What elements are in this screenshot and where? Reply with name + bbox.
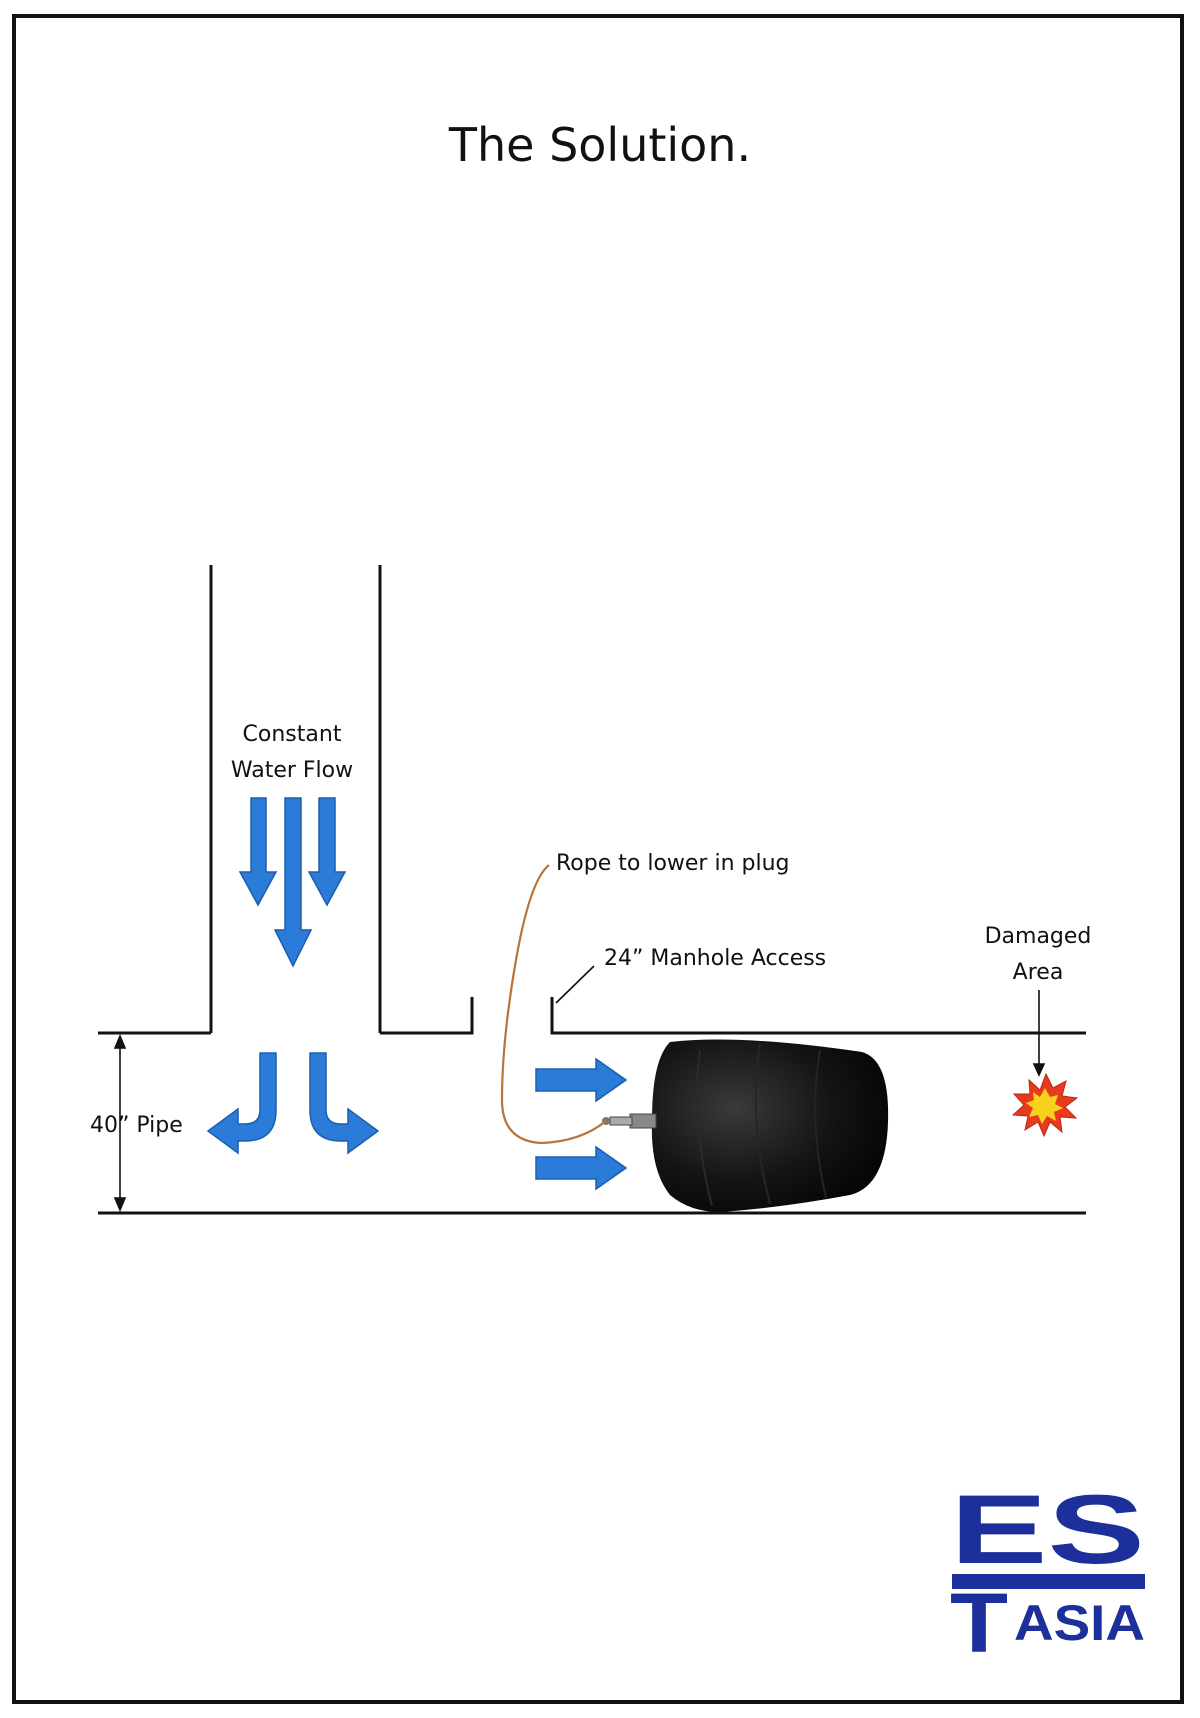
pipe-dimension [113, 1033, 127, 1213]
pipe-plug-icon [602, 1039, 889, 1212]
curved-arrow-icon [206, 1052, 277, 1155]
page-frame [12, 14, 1184, 1704]
damaged-label-line2: Area [1013, 960, 1064, 985]
manhole-label: 24” Manhole Access [604, 946, 826, 971]
logo-bottom-letter: T [950, 1576, 1008, 1670]
logo-top-text: ES [950, 1474, 1145, 1584]
damaged-pointer [1032, 990, 1046, 1077]
down-arrow-icon [273, 797, 313, 968]
damaged-label-line1: Damaged [985, 924, 1092, 949]
rope [500, 864, 607, 1145]
logo-bar [952, 1574, 1145, 1589]
pipe-size-label: 40” Pipe [90, 1113, 183, 1138]
main-pipe [98, 997, 1086, 1215]
vertical-shaft [209, 565, 382, 1033]
flow-label-line1: Constant [243, 722, 342, 747]
down-arrow-icon [238, 797, 278, 907]
logo-bottom-text: ASIA [1014, 1595, 1145, 1651]
manhole-leader-line [555, 965, 595, 1004]
curved-arrow-icon [309, 1052, 380, 1155]
rope-label: Rope to lower in plug [556, 851, 790, 876]
down-arrow-icon [307, 797, 347, 907]
company-logo: ES T ASIA [950, 1474, 1145, 1670]
explosion-icon [1011, 1072, 1079, 1138]
flow-label-line2: Water Flow [231, 758, 353, 783]
right-arrow-icon [535, 1057, 628, 1103]
right-arrow-icon [535, 1145, 628, 1191]
page-title: The Solution. [448, 118, 752, 172]
